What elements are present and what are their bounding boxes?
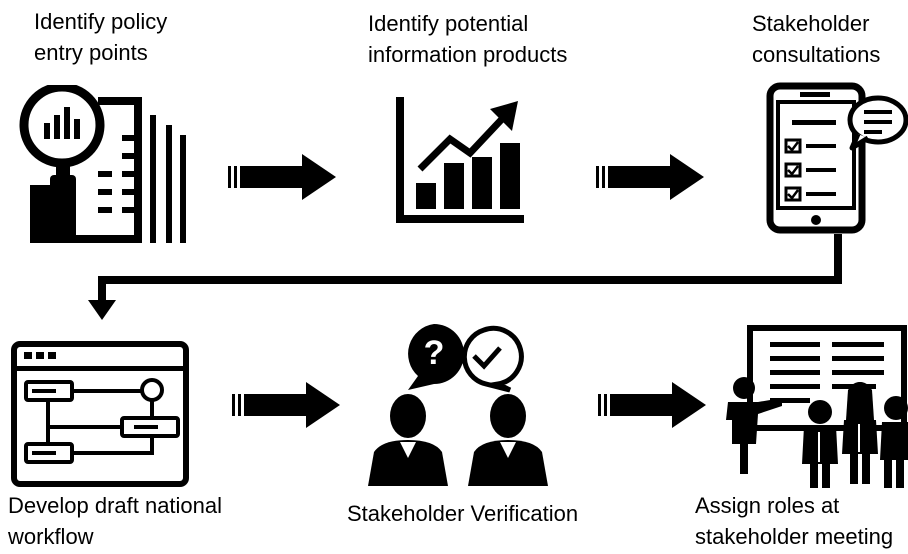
discussion-people-icon: ? bbox=[368, 324, 548, 486]
connector-arrow bbox=[88, 234, 842, 320]
step-5-label: Stakeholder Verification bbox=[347, 501, 579, 526]
arrow-right-icon bbox=[232, 382, 340, 428]
tablet-checklist-icon bbox=[766, 82, 908, 234]
growth-chart-icon bbox=[396, 97, 524, 223]
arrow-right-icon bbox=[596, 154, 704, 200]
arrow-right-icon bbox=[598, 382, 706, 428]
step-3-label: Stakeholder consultations bbox=[752, 11, 881, 67]
presentation-meeting-icon bbox=[726, 325, 908, 488]
svg-text:?: ? bbox=[424, 334, 445, 372]
arrow-right-icon bbox=[228, 154, 336, 200]
step-2-label: Identify potential information products bbox=[368, 11, 568, 67]
magnifier-document-icon bbox=[19, 85, 186, 243]
step-1-label: Identify policy entry points bbox=[34, 9, 168, 65]
step-4-label: Develop draft national workflow bbox=[8, 493, 223, 549]
step-6-label: Assign roles at stakeholder meeting bbox=[695, 493, 894, 549]
workflow-window-icon bbox=[11, 341, 189, 487]
